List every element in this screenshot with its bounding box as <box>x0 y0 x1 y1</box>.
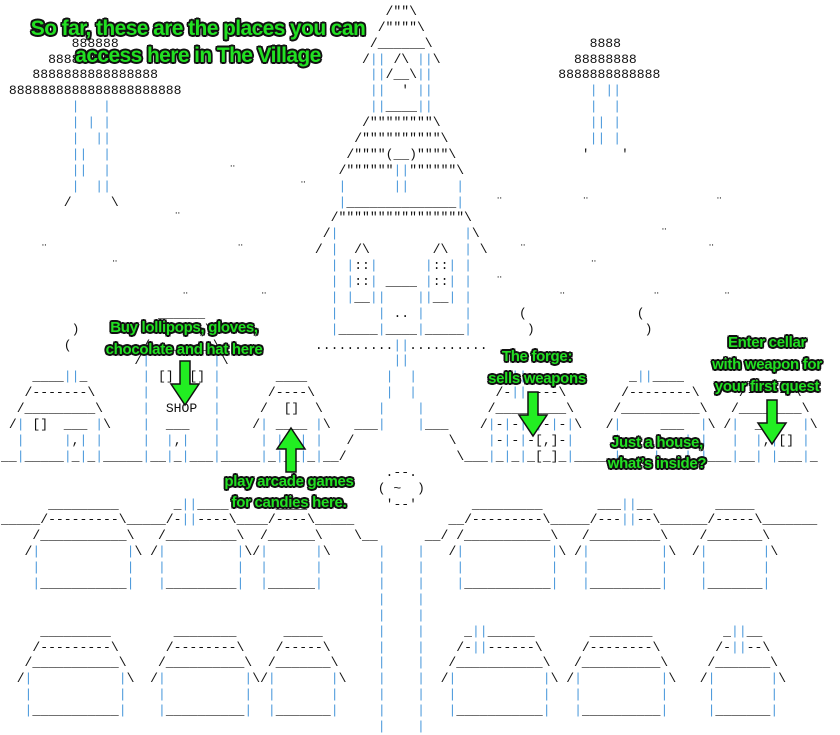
arcade-annotation-line: play arcade games <box>224 473 354 490</box>
ascii-art-line: /___________\ /_________\ /______\ \__ _… <box>1 528 771 544</box>
ascii-art-line: |___________| |_________| |______| | | |… <box>32 575 771 591</box>
ascii-art-line: /___________\ /__________\ /_______\ | |… <box>1 655 779 671</box>
house-annotation-line: Just a house, <box>611 434 703 451</box>
ascii-art-line: | | <box>377 718 425 734</box>
ascii-art-line: /| |\ /| |\/| |\ | | /| |\ /| |\ /| |\ <box>1 671 787 687</box>
house-annotation-line: what’s inside? <box>607 455 707 472</box>
ascii-art-line: ) /------\ |_____|____|_____| ) ) <box>1 321 653 337</box>
ascii-art-line: | | | /""""""""\ || | <box>71 115 622 131</box>
ascii-art-line: | | | | | | | | | | | | | | <box>24 687 779 703</box>
arcade-annotation-line: for candies here. <box>231 494 347 511</box>
shop-annotation: Buy lollipops, gloves, chocolate and hat… <box>106 317 263 361</box>
instructions-title: So far, these are the places you can acc… <box>30 15 366 69</box>
ascii-art-line: ( /________\ ..........||.......... <box>1 337 488 353</box>
shop-annotation-line: chocolate and hat here <box>105 341 263 358</box>
ascii-art-line: /""""\ <box>1 19 425 35</box>
shop-annotation-line: Buy lollipops, gloves, <box>110 319 258 336</box>
ascii-art-line: /-------\ | | /----\ | | /-||----\ /----… <box>1 385 802 401</box>
arcade-annotation: play arcade games for candies here. <box>224 471 353 513</box>
ascii-art-line: ¨ ¨ / | /\ /\ | \ ¨ ¨ <box>1 242 716 258</box>
village-ascii-map: /\ /""\ /""""\ 888888 /______\ 8888 8888… <box>1 0 818 735</box>
ascii-art-line: || | /""""(__)""""\ ' ' <box>71 146 629 162</box>
title-line: So far, these are the places you can <box>30 17 366 40</box>
ascii-art-line: || | ¨ /""""""||""""""\ <box>71 162 465 178</box>
ascii-art-line: ______ | | .. | | ( ( <box>1 305 645 321</box>
ascii-art-line: 8888888888888888 ||/__\|| 8888888888888 <box>1 67 661 83</box>
forge-annotation-line: sells weapons <box>488 370 586 387</box>
ascii-art-line: _________ ________ _____ | | _||______ _… <box>1 623 763 639</box>
forge-annotation-line: The forge: <box>501 348 573 365</box>
ascii-art-line: /---------\ /--------\ /-----\ | | /-||-… <box>1 639 771 655</box>
ascii-art-line: ( ~ ) <box>1 480 425 496</box>
ascii-art-line: _________ _||____ ____ '--' _________ __… <box>1 496 755 512</box>
arrow-down-icon <box>169 360 201 407</box>
ascii-art-line: 8888888888 /|| /\ ||\ 88888888 <box>1 51 637 67</box>
ascii-art-line: /_________\ | SHOP | / [] \ | | /_______… <box>1 401 810 417</box>
ascii-art-line: __|_____|_|_|_____|__|_|___|_____|_|__|_… <box>1 448 818 464</box>
ascii-art-line: /| |\ /| |\/| |\ | | /| |\ /| |\ /| |\ <box>1 544 779 560</box>
ascii-art-line: ¨ | |::| |::| | ¨ <box>1 258 598 274</box>
cellar-annotation-line: Enter cellar <box>727 334 807 351</box>
ascii-art-line: | | <box>377 607 425 623</box>
title-line: access here in The Village <box>75 44 321 67</box>
cellar-annotation: Enter cellar with weapon for your first … <box>712 332 822 398</box>
ascii-art-line: 8888888888888888888888 || ' || | || <box>1 83 622 99</box>
ascii-art-line: .--. <box>1 464 417 480</box>
ascii-art-line: /""\ <box>1 3 417 19</box>
ascii-art-line: / \ |______________| ¨ ¨ ¨ <box>1 194 724 210</box>
ascii-art-line: ____||_ | [] [] | ____ | | _||____ _||__… <box>1 369 794 385</box>
ascii-art-line: /| |\ || <box>1 353 410 369</box>
cellar-annotation-line: with weapon for <box>712 356 822 373</box>
ascii-art-line: _____/---------\_____/-||----\____/----\… <box>1 512 818 528</box>
ascii-art-line: /| |\ ¨ <box>1 226 669 242</box>
house-annotation: Just a house, what’s inside? <box>608 432 707 474</box>
ascii-art-line: /| [] ___ |\ | ___ | /| ____ |\ ___| |__… <box>1 417 818 433</box>
ascii-art-line: 888888 /______\ 8888 <box>1 35 622 51</box>
ascii-art-line: | || /""""""""""\ || | <box>71 131 622 147</box>
ascii-art-line: | |::| ____ |::| | ¨ <box>330 274 504 290</box>
arrow-down-icon <box>756 399 788 446</box>
forge-annotation: The forge: sells weapons <box>488 346 586 390</box>
ascii-art-line: | || ¨ | || | <box>71 178 465 194</box>
ascii-art-line: | | ||____|| | | <box>71 99 622 115</box>
arrow-down-icon <box>517 391 549 438</box>
ascii-art-line: ¨ /""""""""""""""""\ <box>1 210 472 226</box>
ascii-art-line: ¨ ¨ | |__|| ||__| | ¨ ¨ ¨ <box>1 289 732 305</box>
arrow-up-icon <box>275 426 307 473</box>
cellar-annotation-line: your first quest <box>714 378 820 395</box>
ascii-art-line: | | | | | | | | | | | | | | <box>32 560 771 576</box>
ascii-art-line: | | <box>377 591 425 607</box>
ascii-art-line: |___________| |__________| |_______| | |… <box>24 703 779 719</box>
ascii-art-line: /\ <box>1 0 818 4</box>
